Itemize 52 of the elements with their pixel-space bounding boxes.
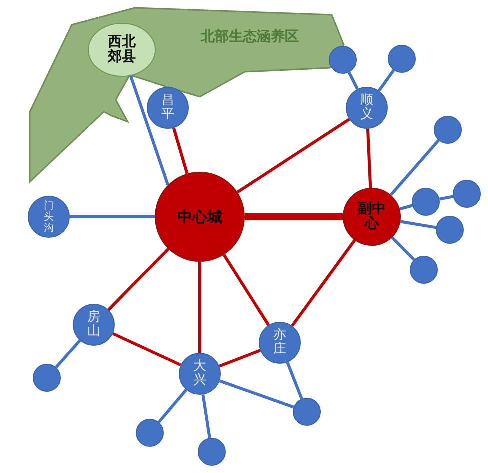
connector-line: [112, 332, 182, 367]
connector-line: [286, 362, 304, 400]
district-circle: [28, 196, 70, 238]
connector-line: [439, 195, 454, 201]
connector-line: [291, 240, 356, 327]
connector-line: [391, 236, 416, 262]
connector-line: [348, 72, 359, 90]
district-circle: [412, 188, 440, 216]
connector-line: [236, 118, 350, 194]
region-label: 北部生态涵养区: [200, 30, 300, 46]
connector-line: [219, 380, 294, 409]
connector-line: [202, 394, 212, 438]
district-circle: [198, 438, 226, 466]
district-label: 房山: [87, 310, 101, 340]
connector-line: [378, 70, 396, 92]
district-label: 大兴: [193, 360, 207, 388]
district-circle: [434, 116, 462, 144]
district-circle: [136, 419, 164, 447]
district-label: 中心城: [176, 208, 224, 226]
district-label: 门头沟: [44, 200, 54, 234]
district-circle: [147, 87, 189, 129]
connector-line: [245, 214, 343, 220]
connector-line: [108, 248, 170, 312]
connector-line: [55, 340, 82, 369]
district-circle: [343, 188, 401, 246]
connector-line: [172, 128, 189, 174]
connector-line: [219, 349, 261, 368]
district-circle: [179, 353, 221, 395]
district-circle: [388, 45, 416, 73]
connector-line: [366, 128, 372, 188]
district-circle: [346, 87, 388, 129]
connector-line: [198, 262, 202, 353]
district-label: 亦庄: [273, 328, 287, 358]
district-circle: [33, 364, 61, 392]
district-circle: [329, 46, 357, 74]
connector-line: [390, 140, 440, 196]
district-circle: [436, 216, 464, 244]
connector-line: [222, 254, 270, 326]
district-circle: [410, 256, 438, 284]
connector-line: [400, 204, 413, 211]
district-circle: [259, 322, 301, 364]
district-label: 顺义: [360, 94, 374, 122]
connector-line: [70, 216, 155, 218]
connector-line: [158, 389, 188, 424]
district-circle: [293, 398, 321, 426]
district-label: 副中心: [357, 202, 387, 232]
district-label: 西北郊县: [107, 34, 137, 66]
district-circle: [453, 180, 481, 208]
district-label: 昌平: [161, 94, 175, 122]
connector-line: [129, 76, 170, 186]
connector-line: [400, 220, 436, 230]
district-circle: [73, 304, 115, 346]
